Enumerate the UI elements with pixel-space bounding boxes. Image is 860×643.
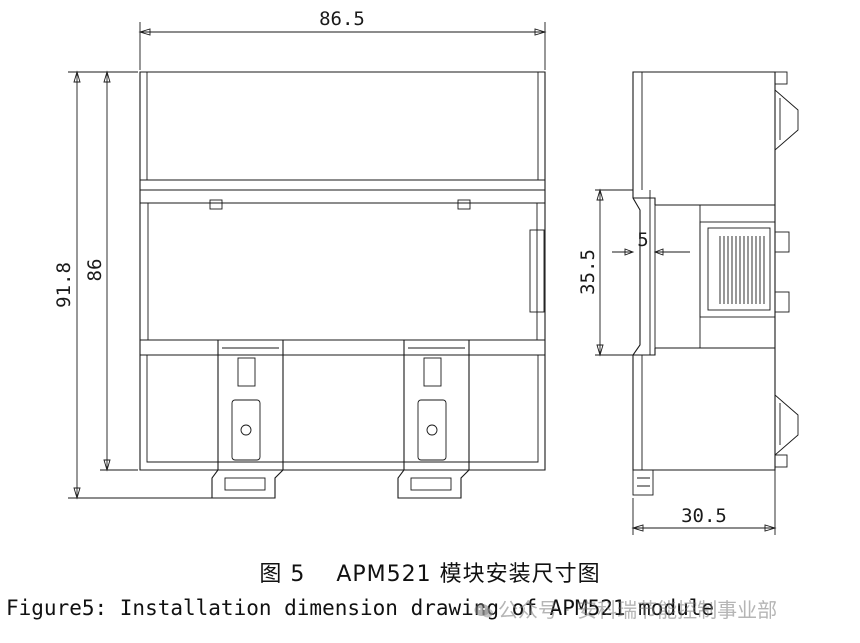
watermark-text: 公众号 · 安科瑞节能控制事业部: [498, 598, 778, 622]
watermark: 公众号 · 安科瑞节能控制事业部: [474, 594, 777, 623]
din-clip-right: [397, 339, 470, 499]
dim-depth-label: 30.5: [681, 505, 727, 527]
wechat-icon: [474, 604, 493, 618]
side-view: [632, 71, 799, 496]
dim-rail-slot-label: 35.5: [577, 249, 599, 295]
front-view: [139, 71, 546, 499]
caption-english: Figure5: Installation dimension drawing …: [6, 596, 715, 620]
dim-depth: 30.5: [631, 470, 777, 535]
dim-groove-label: 5: [637, 229, 648, 251]
caption-chinese: 图 5 APM521 模块安装尺寸图: [259, 562, 601, 587]
dim-height-total: 91.8: [53, 70, 212, 500]
dim-height-total-label: 91.8: [53, 262, 75, 308]
dim-height-body: 86: [84, 70, 138, 472]
din-clip-left: [211, 339, 284, 499]
installation-drawing: 86.5 91.8 86: [53, 8, 799, 535]
dim-height-body-label: 86: [84, 259, 106, 282]
dim-width: 86.5: [138, 8, 547, 70]
dim-width-label: 86.5: [319, 8, 365, 30]
terminal-stripes: [719, 236, 765, 304]
dim-groove: 5: [612, 229, 690, 256]
dim-rail-slot: 35.5: [577, 188, 633, 357]
